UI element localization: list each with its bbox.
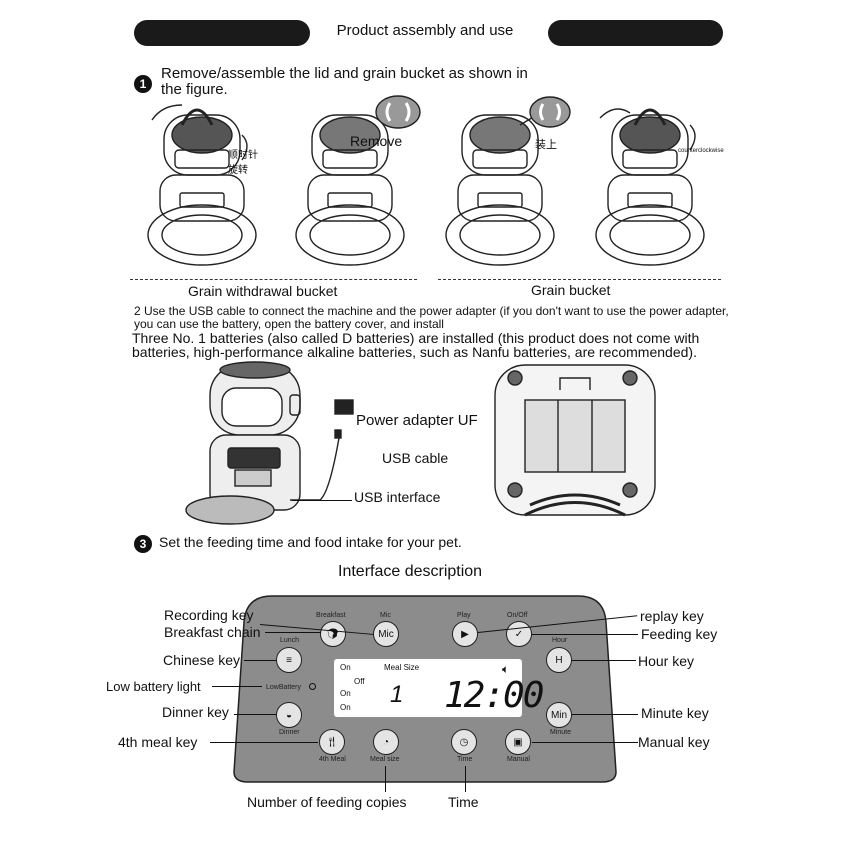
play-key[interactable]: ▶ <box>452 621 478 647</box>
onoff-label: On/Off <box>507 612 528 619</box>
lcd-display: On Meal Size Off On On 1 12:00 🔈︎ <box>334 659 544 717</box>
lcd-portion: 1 <box>390 681 404 708</box>
min-key-text: Min <box>550 709 568 721</box>
meal-size-line <box>385 766 386 792</box>
lcd-meal-size: Meal Size <box>384 663 420 672</box>
callout-feeding-copies: Number of feeding copies <box>247 794 407 810</box>
low-battery-line <box>212 686 262 687</box>
usb-cable-label: USB cable <box>382 450 449 466</box>
step-1-text-line1: Remove/assemble the lid and grain bucket… <box>161 65 528 82</box>
hour-key-text: H <box>555 654 563 666</box>
page-title: Product assembly and use <box>336 22 514 39</box>
feeding-key-line <box>532 634 638 635</box>
clock-icon: ◷ <box>459 736 469 748</box>
meal-size-label: Meal size <box>370 756 400 763</box>
minute-label: Minute <box>550 729 572 736</box>
hour-label: Hour <box>552 637 568 644</box>
left-caption: Grain withdrawal bucket <box>188 283 338 299</box>
bread-icon: 🍞︎ <box>326 628 340 640</box>
play-label: Play <box>457 612 471 619</box>
dinner-key[interactable]: ◒ <box>276 702 302 728</box>
lunch-key[interactable]: ≡ <box>276 647 302 673</box>
right-caption: Grain bucket <box>531 282 611 298</box>
mic-key[interactable]: Mic <box>373 621 399 647</box>
breakfast-chain-line <box>265 632 321 633</box>
manual-icon: ▣ <box>513 736 523 748</box>
fourth-meal-label: 4th Meal <box>319 756 346 763</box>
manual-label: Manual <box>507 756 530 763</box>
fig3-label: 装上 <box>535 139 557 151</box>
lcd-on-1: On <box>340 663 351 672</box>
callout-recording-key: Recording key <box>164 607 254 623</box>
step-2-line2: you can use the battery, open the batter… <box>134 317 444 331</box>
header-bar-right <box>548 20 723 46</box>
fourth-meal-line <box>210 742 318 743</box>
hour-key[interactable]: H <box>546 647 572 673</box>
mic-label: Mic <box>380 612 391 619</box>
fig2-label: Remove <box>350 133 403 149</box>
step-1-number: 1 <box>134 75 152 93</box>
time-label: Time <box>457 756 473 763</box>
play-icon: ▶ <box>461 628 469 640</box>
right-divider <box>438 279 721 280</box>
step-2-line4: batteries, high-performance alkaline bat… <box>132 344 697 360</box>
battery-compartment-figure <box>494 364 656 517</box>
callout-breakfast-chain: Breakfast chain <box>164 624 261 640</box>
lcd-clock: 12:00 <box>444 675 544 716</box>
check-icon: ✓ <box>514 628 524 640</box>
callout-chinese-key: Chinese key <box>163 652 241 668</box>
fig1-label: 顺时针 旋转 <box>228 150 258 176</box>
lcd-on-3: On <box>340 703 351 712</box>
usb-interface-label: USB interface <box>354 489 441 505</box>
time-line <box>465 766 466 792</box>
callout-fourth-meal-key: 4th meal key <box>118 734 198 750</box>
step-2-line1: 2 Use the USB cable to connect the machi… <box>134 304 729 318</box>
assembly-figures <box>147 95 705 266</box>
interface-title: Interface description <box>338 563 483 580</box>
callout-manual-key: Manual key <box>638 734 710 750</box>
callout-replay-key: replay key <box>640 608 704 624</box>
breakfast-key[interactable]: 🍞︎ <box>320 621 346 647</box>
mic-key-text: Mic <box>378 628 394 640</box>
fig4-label: counterclockwise <box>678 148 724 154</box>
chinese-key-line <box>244 660 276 661</box>
speaker-icon: 🔈︎ <box>502 662 510 676</box>
manual-key[interactable]: ▣ <box>505 729 531 755</box>
dish-icon: ◒ <box>285 709 293 721</box>
fourth-meal-key[interactable]: 🍴︎ <box>319 729 345 755</box>
step-1-text-line2: the figure. <box>161 81 228 98</box>
burger-icon: ≡ <box>286 654 292 666</box>
min-key[interactable]: Min <box>546 702 572 728</box>
left-divider <box>130 279 417 280</box>
minute-key-line <box>572 714 638 715</box>
header-bar-left <box>134 20 310 46</box>
callout-hour-key: Hour key <box>638 653 695 669</box>
low-battery-led <box>309 683 316 690</box>
dial-icon: ◔ <box>382 736 390 748</box>
callout-feeding-key: Feeding key <box>641 626 718 642</box>
dinner-label: Dinner <box>279 729 300 736</box>
breakfast-label: Breakfast <box>316 612 346 619</box>
usb-interface-line <box>292 500 352 501</box>
callout-dinner-key: Dinner key <box>162 704 229 720</box>
dinner-key-line <box>234 714 276 715</box>
callout-time: Time <box>448 794 479 810</box>
time-key[interactable]: ◷ <box>451 729 477 755</box>
callout-low-battery-light: Low battery light <box>106 679 201 694</box>
callout-minute-key: Minute key <box>641 705 709 721</box>
power-adapter-label: Power adapter UF <box>356 412 478 429</box>
manual-key-line <box>532 742 638 743</box>
step-3-number: 3 <box>134 535 152 553</box>
usb-connection-figure <box>185 361 354 525</box>
step-3-text: Set the feeding time and food intake for… <box>159 534 462 550</box>
lcd-on-2: On <box>340 689 351 698</box>
low-battery-label: LowBattery <box>266 684 302 691</box>
step-2-line3: Three No. 1 batteries (also called D bat… <box>132 330 700 346</box>
lcd-off: Off <box>354 677 365 686</box>
feeding-key[interactable]: ✓ <box>506 621 532 647</box>
hour-key-line <box>572 660 636 661</box>
cutlery-icon: 🍴︎ <box>325 736 339 748</box>
lunch-label: Lunch <box>280 637 300 644</box>
meal-size-key[interactable]: ◔ <box>373 729 399 755</box>
